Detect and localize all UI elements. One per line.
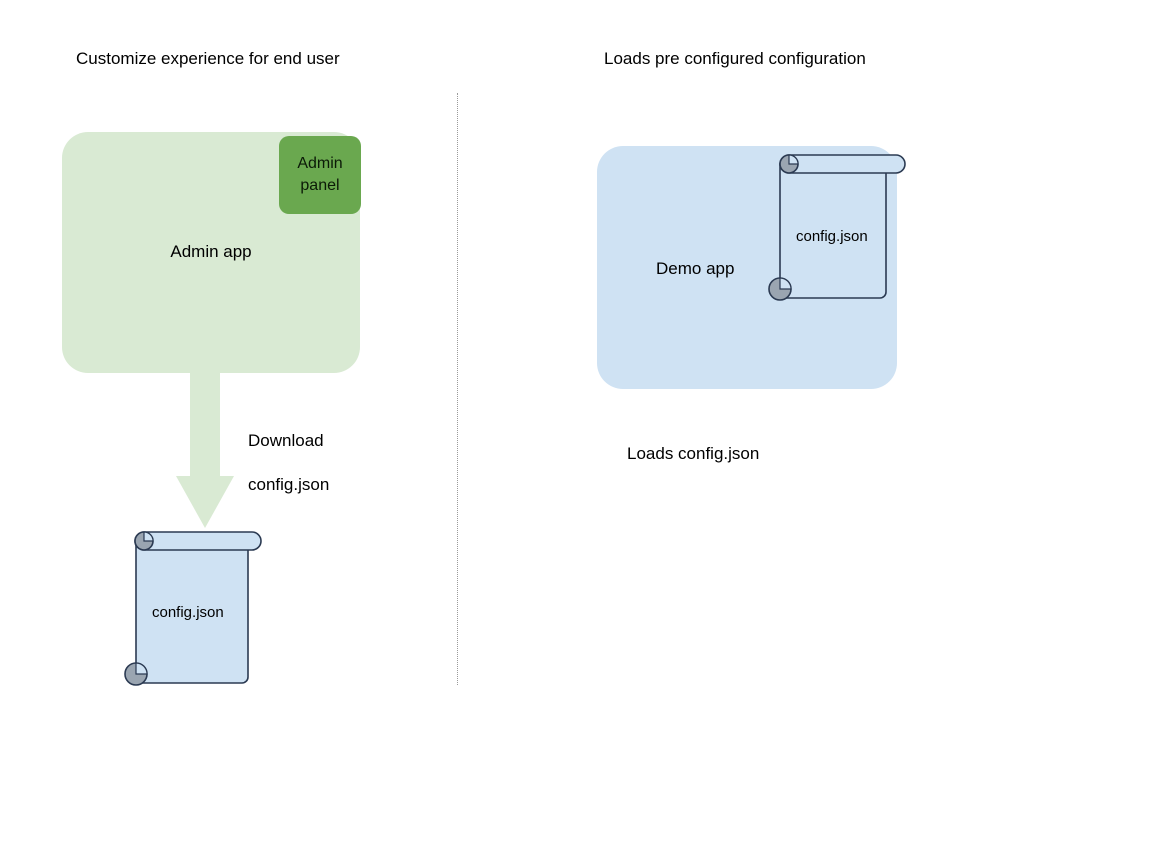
document-scroll-icon — [124, 531, 262, 686]
config-json-document-left[interactable]: config.json — [118, 528, 266, 688]
download-arrow-label: Download config.json — [248, 408, 329, 496]
config-json-label-left: config.json — [152, 604, 224, 621]
demo-app-label: Demo app — [656, 259, 735, 278]
admin-panel-label: Admin panel — [297, 153, 342, 197]
download-arrow-label-line2: config.json — [248, 475, 330, 494]
loads-config-caption: Loads config.json — [627, 444, 760, 463]
arrow-down-icon — [176, 372, 234, 528]
heading-right: Loads pre configured configuration — [604, 49, 866, 68]
admin-app-label: Admin app — [170, 242, 252, 261]
download-arrow-label-line1: Download — [248, 431, 324, 450]
config-json-label-right: config.json — [796, 228, 868, 245]
demo-app-box[interactable] — [597, 146, 897, 389]
heading-left: Customize experience for end user — [76, 49, 340, 68]
document-scroll-icon — [768, 154, 906, 301]
admin-panel-label-line2: panel — [300, 177, 340, 194]
config-json-document-right[interactable]: config.json — [768, 152, 913, 307]
admin-panel-label-line1: Admin — [297, 155, 343, 172]
section-divider — [457, 93, 458, 685]
admin-panel-box[interactable]: Admin panel — [279, 136, 361, 214]
download-arrow — [176, 372, 234, 528]
